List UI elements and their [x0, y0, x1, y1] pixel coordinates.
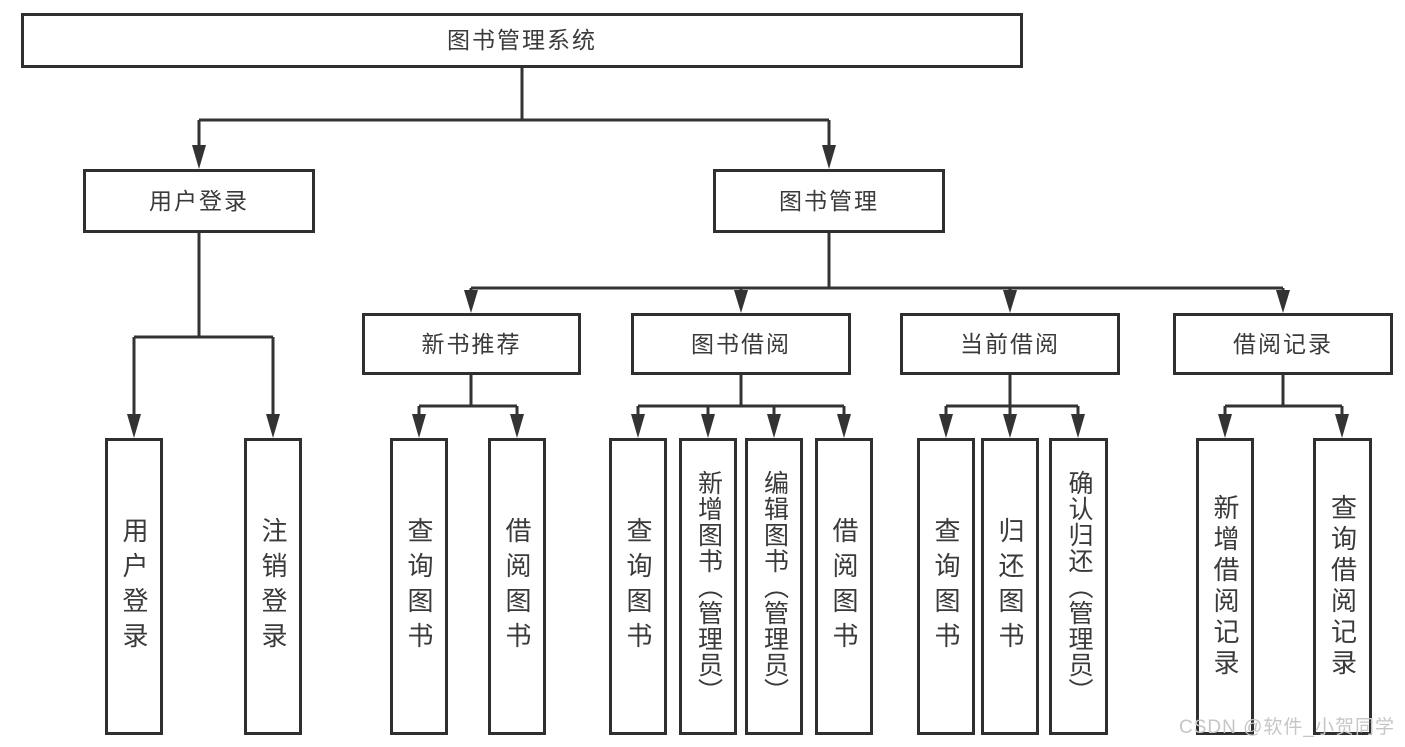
- leaf-user-login: 用户登录: [105, 438, 163, 735]
- leaf-label: 查询图书: [404, 516, 434, 657]
- node-book-management: 图书管理: [713, 169, 945, 233]
- leaf-add-borrow-record: 新增借阅记录: [1196, 438, 1254, 735]
- leaf-query-books-borrow: 查询图书: [609, 438, 667, 735]
- node-label: 图书管理系统: [447, 27, 597, 53]
- leaf-label: 查询借阅记录: [1327, 493, 1358, 680]
- leaf-query-books-current: 查询图书: [917, 438, 975, 735]
- connector-current-borrow-children: [939, 375, 1085, 438]
- leaf-edit-books-admin: 编辑图书（管理员）: [745, 438, 803, 735]
- node-label: 借阅记录: [1233, 330, 1333, 357]
- leaf-label: 确认归还（管理员）: [1065, 469, 1093, 704]
- leaf-label: 编辑图书（管理员）: [760, 469, 789, 704]
- node-new-book-recommend: 新书推荐: [362, 313, 581, 375]
- node-root-library-system: 图书管理系统: [21, 13, 1023, 68]
- leaf-query-books-recommend: 查询图书: [390, 438, 448, 735]
- leaf-label: 新增图书（管理员）: [694, 469, 723, 704]
- node-current-borrowing: 当前借阅: [900, 313, 1120, 375]
- leaf-label: 借阅图书: [829, 516, 859, 657]
- connector-borrow-records-children: [1218, 375, 1349, 438]
- node-label: 图书借阅: [691, 330, 791, 357]
- node-label: 当前借阅: [960, 330, 1060, 357]
- leaf-logout: 注销登录: [244, 438, 302, 735]
- node-user-login: 用户登录: [83, 169, 315, 233]
- node-borrowing-records: 借阅记录: [1173, 313, 1393, 375]
- leaf-label: 新增借阅记录: [1210, 493, 1240, 680]
- leaf-label: 查询图书: [623, 516, 653, 657]
- connector-new-book-children: [412, 375, 524, 438]
- leaf-label: 借阅图书: [502, 516, 532, 657]
- csdn-watermark: CSDN @软件_小贺同学: [1179, 717, 1395, 738]
- leaf-label: 查询图书: [931, 516, 961, 657]
- leaf-return-books: 归还图书: [981, 438, 1039, 735]
- connector-root-to-level2: [192, 68, 836, 169]
- connector-user-login-children: [127, 233, 280, 438]
- node-label: 图书管理: [779, 187, 879, 214]
- connector-book-borrow-children: [631, 375, 851, 438]
- leaf-label: 归还图书: [995, 516, 1025, 657]
- leaf-label: 用户登录: [119, 516, 149, 657]
- leaf-add-books-admin: 新增图书（管理员）: [679, 438, 737, 735]
- leaf-borrow-books: 借阅图书: [815, 438, 873, 735]
- connector-book-mgmt-children: [464, 233, 1290, 313]
- leaf-label: 注销登录: [258, 516, 288, 657]
- leaf-borrow-books-recommend: 借阅图书: [488, 438, 546, 735]
- leaf-query-borrow-record: 查询借阅记录: [1313, 438, 1372, 735]
- leaf-confirm-return-admin: 确认归还（管理员）: [1049, 438, 1108, 735]
- node-label: 新书推荐: [421, 330, 522, 357]
- node-label: 用户登录: [149, 187, 249, 214]
- node-book-borrowing: 图书借阅: [631, 313, 851, 375]
